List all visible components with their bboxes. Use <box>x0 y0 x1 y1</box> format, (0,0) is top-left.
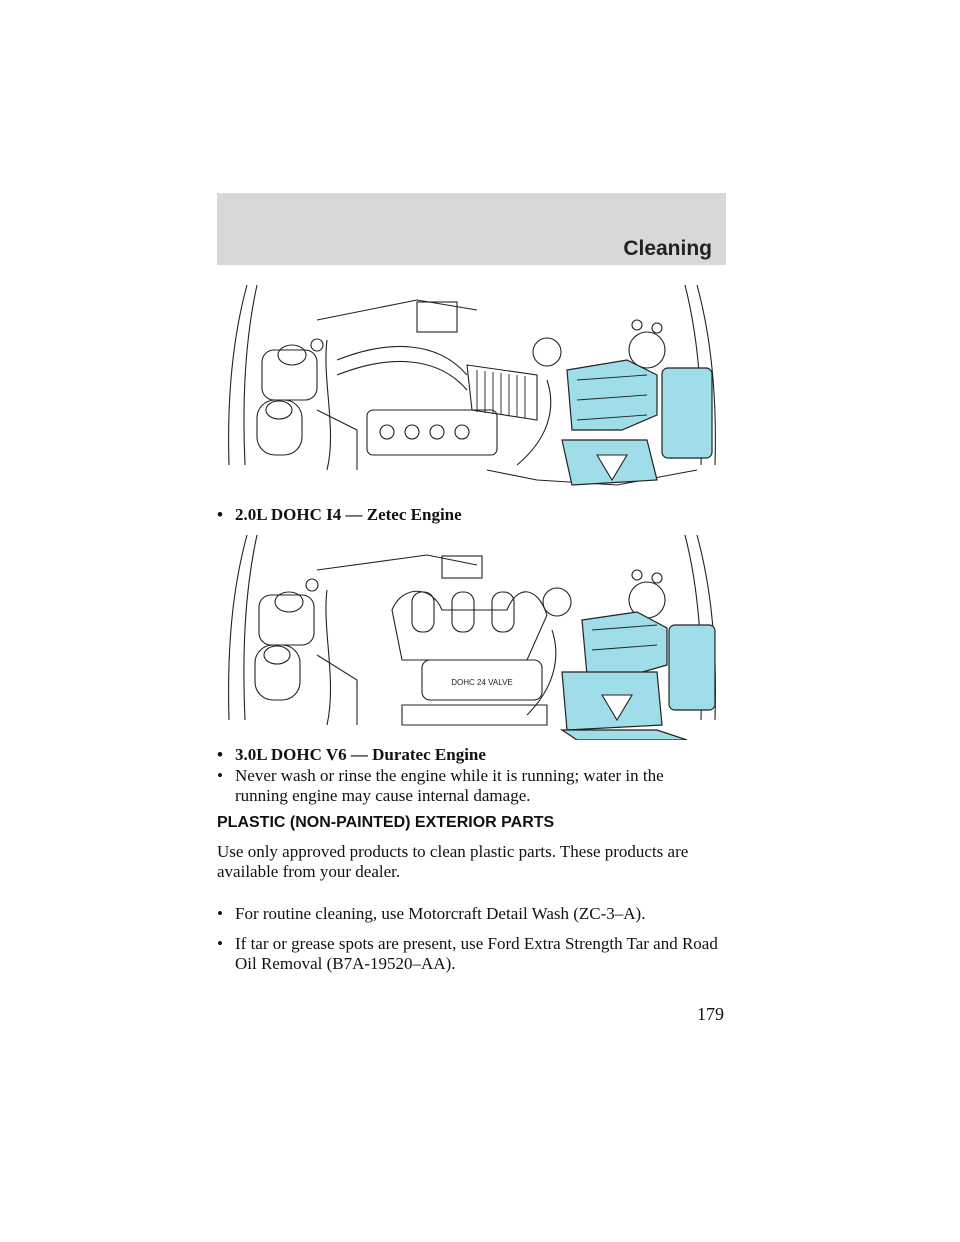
list-item-text: For routine cleaning, use Motorcraft Det… <box>235 904 646 923</box>
section-heading: PLASTIC (NON-PAINTED) EXTERIOR PARTS <box>217 814 555 831</box>
air-cleaner-highlight <box>561 359 713 486</box>
list-item: • For routine cleaning, use Motorcraft D… <box>217 904 727 924</box>
bullet-dot: • <box>217 766 223 785</box>
bullet-dot: • <box>217 904 223 923</box>
list-item-text: If tar or grease spots are present, use … <box>235 934 718 973</box>
caption-text: 3.0L DOHC V6 — Duratec Engine <box>235 745 486 764</box>
engine-drawing-i4 <box>228 284 716 486</box>
engine-illustration-zetec <box>217 280 726 495</box>
paragraph: Use only approved products to clean plas… <box>217 842 689 881</box>
figure-caption-duratec: • 3.0L DOHC V6 — Duratec Engine <box>217 745 486 765</box>
engine-drawing-v6: DOHC 24 VALVE <box>228 534 716 740</box>
section-header-band: Cleaning <box>217 193 726 265</box>
section-title-header: Cleaning <box>623 237 712 260</box>
bullet-dot: • <box>217 505 223 524</box>
list-item-engine-warning: • Never wash or rinse the engine while i… <box>217 766 717 806</box>
list-item: • If tar or grease spots are present, us… <box>217 934 727 974</box>
list-item-text: Never wash or rinse the engine while it … <box>235 766 664 805</box>
air-cleaner-highlight-v6 <box>560 611 716 740</box>
cover-label: DOHC 24 VALVE <box>451 678 513 687</box>
figure-caption-zetec: • 2.0L DOHC I4 — Zetec Engine <box>217 505 462 525</box>
caption-text: 2.0L DOHC I4 — Zetec Engine <box>235 505 462 524</box>
page-number: 179 <box>697 1004 724 1024</box>
bullet-dot: • <box>217 745 223 764</box>
engine-illustration-duratec: DOHC 24 VALVE <box>217 530 726 740</box>
bullet-dot: • <box>217 934 223 953</box>
